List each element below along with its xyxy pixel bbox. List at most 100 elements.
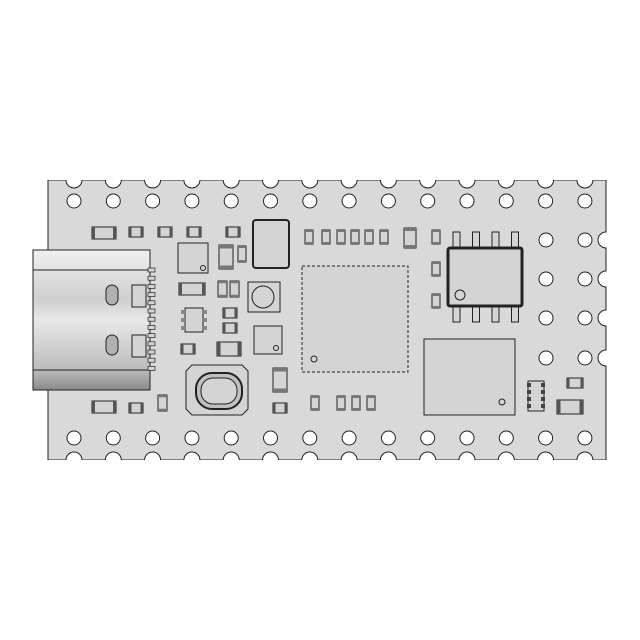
passive-terminal [158,395,167,398]
passive-terminal [179,283,182,295]
passive-terminal [337,230,345,232]
passive-terminal [169,227,172,237]
passive-terminal [352,408,360,410]
passive-component [336,229,346,245]
passive-component [304,229,314,245]
usb-c-mount-slot [105,284,119,306]
passive-terminal [567,378,570,388]
ic-pin [527,397,531,401]
pin1-marker [310,355,318,363]
castellated-hole [263,430,278,446]
passive-terminal [432,242,440,244]
pin1-marker [454,289,466,301]
mask [0,0,640,180]
castellated-hole [184,430,200,446]
castellated-hole [105,193,121,209]
passive-terminal [218,294,227,297]
passive-terminal [181,344,184,354]
pin1-marker [273,345,279,351]
ic-pin [181,326,185,330]
ic-pin [491,305,500,323]
passive-terminal [140,227,143,237]
ic-pin [541,390,545,394]
passive-terminal [234,323,237,333]
passive-terminal [230,281,239,284]
resistor-array [527,380,545,412]
passive-terminal [432,262,440,264]
pin1-marker [498,398,506,406]
usb-c-pin [147,267,156,273]
ic-pin [541,383,545,387]
passive-terminal [158,227,161,237]
through-hole [577,271,593,287]
castellated-hole [223,430,239,446]
usb-c-shield-tab [131,284,147,308]
usb-c-pin [147,349,156,355]
passive-terminal [557,400,561,414]
usb-c-pin [147,308,156,314]
through-hole [538,350,554,366]
mask [0,460,640,640]
passive-terminal [226,227,229,237]
passive-component [91,226,117,240]
passive-component [366,395,376,411]
passive-terminal [158,408,167,411]
passive-terminal [311,408,319,410]
passive-terminal [337,396,345,398]
passive-component [556,399,584,415]
castellated-hole [577,430,593,446]
passive-terminal [367,396,375,398]
castellated-hole [223,193,239,209]
usb-c-pin [147,325,156,330]
usb-c-pin [147,300,156,306]
passive-component [321,229,331,245]
passive-component [218,244,234,270]
passive-component [216,341,242,357]
castellated-hole [577,193,593,209]
castellated-hole [105,430,121,446]
passive-terminal [380,242,388,244]
castellated-hole [459,193,475,209]
passive-terminal [305,242,313,244]
ic-pin [452,305,461,323]
passive-terminal [92,401,95,413]
passive-terminal [129,403,132,413]
ic-pin [181,310,185,314]
usb-c-mount-slot [105,334,119,356]
passive-component [178,282,206,296]
sot-regulator [184,307,204,333]
passive-component [272,367,288,393]
boot-button [247,281,281,313]
castellated-hole [459,430,475,446]
castellated-hole [420,193,436,209]
ic-pin [491,231,500,249]
ic-pin [203,310,207,314]
through-hole [577,310,593,326]
passive-terminal [380,230,388,232]
usb-c-connector [32,249,151,391]
castellated-hole [302,193,318,209]
passive-terminal [322,242,330,244]
passive-terminal [230,294,239,297]
castellated-hole [66,430,82,446]
passive-component [336,395,346,411]
passive-terminal [580,378,583,388]
passive-terminal [113,227,116,239]
passive-terminal [284,403,287,413]
sensor-ic [253,325,283,355]
passive-component [431,229,441,245]
castellated-hole [66,193,82,209]
passive-component [310,395,320,411]
passive-component [431,293,441,309]
crystal-module [423,338,516,416]
passive-terminal [192,344,195,354]
passive-component [229,280,240,298]
usb-c-pin [147,275,156,281]
passive-terminal [337,408,345,410]
castellated-hole [145,430,161,446]
usb-c-pin [147,357,156,363]
boot-button-cap [251,285,275,309]
passive-terminal [273,403,276,413]
passive-component [217,280,228,298]
